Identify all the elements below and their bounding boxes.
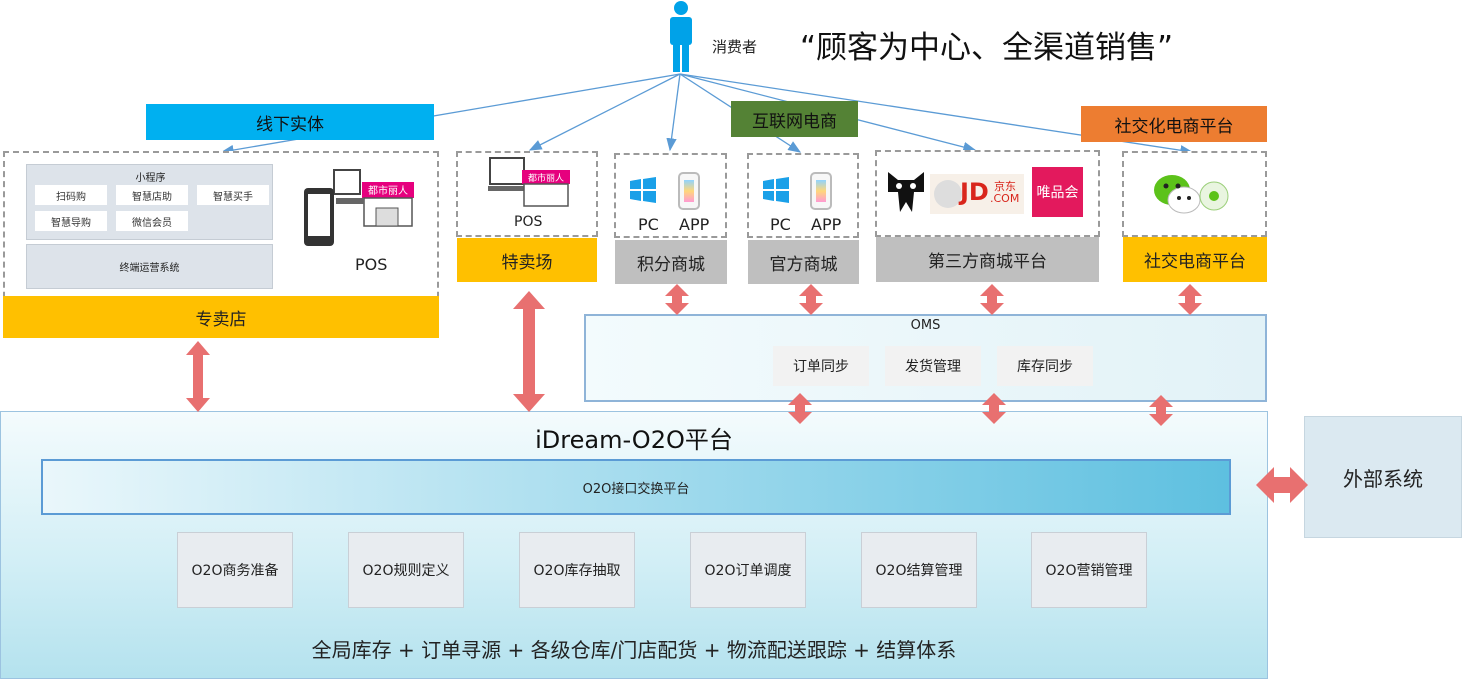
store-sign-text: 都市丽人 (368, 184, 408, 197)
terminal-system-box: 终端运营系统 (26, 244, 273, 289)
slogan: “顾客为中心、全渠道销售” (800, 30, 1174, 66)
category-social: 社交化电商平台 (1081, 106, 1267, 142)
mini-item-buyer: 智慧买手 (197, 185, 269, 205)
official-app-label: APP (811, 215, 842, 234)
official-pc-label: PC (770, 215, 791, 234)
social-platform-label: 社交电商平台 (1123, 237, 1267, 282)
points-mall-label: 积分商城 (615, 240, 727, 284)
vip-logo: 唯品会 (1032, 167, 1083, 217)
module-business-prep: O2O商务准备 (177, 532, 293, 608)
wechat-icon (1154, 175, 1229, 214)
mini-item-assistant: 智慧店助 (116, 185, 188, 205)
category-ecommerce: 互联网电商 (731, 101, 858, 137)
specialty-pos-label: POS (355, 255, 388, 274)
outlet-sign-text: 都市丽人 (528, 172, 564, 184)
official-mall-panel (747, 153, 859, 238)
mini-item-scan: 扫码购 (35, 185, 107, 205)
module-marketing: O2O营销管理 (1031, 532, 1147, 608)
jd-logo: JD 京东 .COM (930, 174, 1024, 214)
points-pc-label: PC (638, 215, 659, 234)
specialty-store-label: 专卖店 (3, 296, 439, 338)
tmall-cat-icon (888, 172, 924, 212)
third-party-label: 第三方商城平台 (876, 237, 1099, 282)
phone-icon (810, 172, 832, 210)
module-settlement: O2O结算管理 (861, 532, 977, 608)
consumer-label: 消费者 (712, 38, 758, 56)
jd-com-text: .COM (990, 192, 1020, 205)
outlet-label: 特卖场 (457, 238, 597, 282)
o2o-exchange-platform: O2O接口交换平台 (41, 459, 1231, 515)
oms-inventory-sync: 库存同步 (997, 346, 1093, 386)
jd-dog-icon (934, 180, 962, 208)
oms-title: OMS (910, 318, 941, 333)
mini-program-title: 小程序 (135, 173, 166, 184)
jd-cn-text: 京东 (994, 180, 1016, 193)
module-order-dispatch: O2O订单调度 (690, 532, 806, 608)
consumer-person-icon (670, 1, 692, 72)
pos-devices-icon: 都市丽人 (304, 169, 414, 246)
category-offline: 线下实体 (146, 104, 434, 140)
windows-icon (763, 177, 789, 203)
points-app-label: APP (679, 215, 710, 234)
mini-program-box: 小程序 扫码购 智慧店助 智慧买手 智慧导购 微信会员 (26, 164, 273, 240)
platform-footer: 全局库存 + 订单寻源 + 各级仓库/门店配货 + 物流配送跟踪 + 结算体系 (311, 638, 957, 662)
official-mall-label: 官方商城 (748, 240, 859, 284)
points-mall-panel (614, 153, 727, 238)
mini-item-wechat-member: 微信会员 (116, 211, 188, 231)
oms-order-sync: 订单同步 (773, 346, 869, 386)
platform-title: iDream-O2O平台 (535, 426, 733, 454)
external-system: 外部系统 (1304, 416, 1462, 538)
mini-item-guide: 智慧导购 (35, 211, 107, 231)
windows-icon (630, 177, 656, 203)
oms-shipping-mgmt: 发货管理 (885, 346, 981, 386)
module-rule-definition: O2O规则定义 (348, 532, 464, 608)
jd-text: JD (960, 178, 989, 206)
outlet-pos-label: POS (514, 214, 543, 230)
outlet-pos-icon: 都市丽人 (488, 157, 570, 207)
module-inventory-extraction: O2O库存抽取 (519, 532, 635, 608)
phone-icon (678, 172, 700, 210)
